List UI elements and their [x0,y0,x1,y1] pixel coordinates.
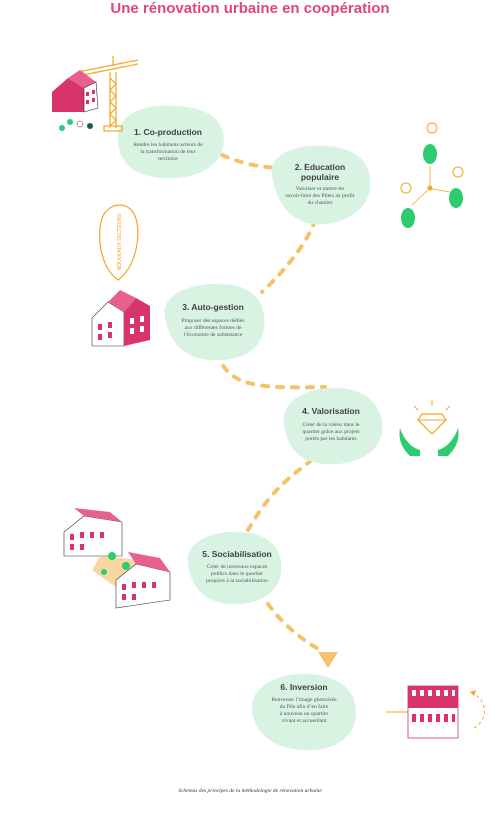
house-icon [91,290,150,347]
houses-plaza-icon [63,508,171,609]
step-desc-line: du chantier [307,200,332,206]
page-title: Une rénovation urbaine en coopération [110,0,390,17]
step-valorisation: 4. Valorisation Créer de la valeur dans … [283,387,383,465]
figure-caption: Schémas des principes de la méthodologie… [178,788,322,794]
step-auto-gestion: 3. Auto-gestion Proposer des espaces déd… [164,283,265,361]
step-desc-line: quartier grâce aux projets [303,429,360,435]
step-inversion: 6. Inversion Renverser l’image ghettoïsé… [251,673,357,751]
step-title: 2. Education [295,162,346,172]
step-co-production: 1. Co-production Rendre les habitants ac… [118,105,224,179]
step-blob [283,387,383,465]
step-desc-line: Rendre les habitants acteurs de [133,142,203,148]
step-blob [118,105,224,179]
step-desc-line: la transformation de leur [140,148,195,155]
step-desc-line: Renverser l’image ghettoïsée [271,697,337,703]
step-title: 3. Auto-gestion [182,302,244,312]
step-education-populaire: 2. Education populaire Valoriser et mett… [271,145,371,225]
step-desc-line: portés par les habitants [305,436,356,442]
step-title-line2: populaire [301,172,340,182]
step-desc-line: propices à la sociabilisation [206,578,268,584]
step-blob [164,283,265,361]
step-desc-line: à nouveau un quartier [280,711,329,717]
step-blob [271,145,371,225]
step-title: 4. Valorisation [302,406,360,416]
arrow-head-icon [318,652,338,668]
diamond-hands-icon [399,400,459,456]
step-desc-line: territoire [158,156,178,162]
step-desc-line: Créer de nouveaux espaces [207,564,268,570]
speech-bubble-icon: NOUVEAUX SECTEURS [99,204,139,281]
step-sociabilisation: 5. Sociabilisation Créer de nouveaux esp… [187,531,282,605]
step-desc-line: savoir-faire des Pilets au profit [286,192,355,199]
crane-house-icon [52,56,139,132]
speech-bubble-text: NOUVEAUX SECTEURS [117,213,123,270]
step-desc-line: vivant et accueillant [281,718,326,724]
step-title: 6. Inversion [280,682,327,692]
step-desc-line: Proposer des espaces dédiés [182,318,245,324]
step-title: 5. Sociabilisation [202,549,271,559]
step-desc-line: l’économie de subsistance [184,332,243,338]
step-desc-line: publics dans le quartier [211,571,263,577]
step-desc-line: Valoriser et mettre les [296,186,345,192]
step-desc-line: aux différentes formes de [185,324,242,331]
facade-icon [386,685,485,739]
step-desc-line: du Pile afin d’en faire [280,703,329,710]
step-blob [251,673,357,751]
step-desc-line: Créer de la valeur dans le [303,422,361,428]
lightbulb-people-icon [400,122,464,228]
step-title: 1. Co-production [134,127,202,137]
step-blob [187,531,282,605]
